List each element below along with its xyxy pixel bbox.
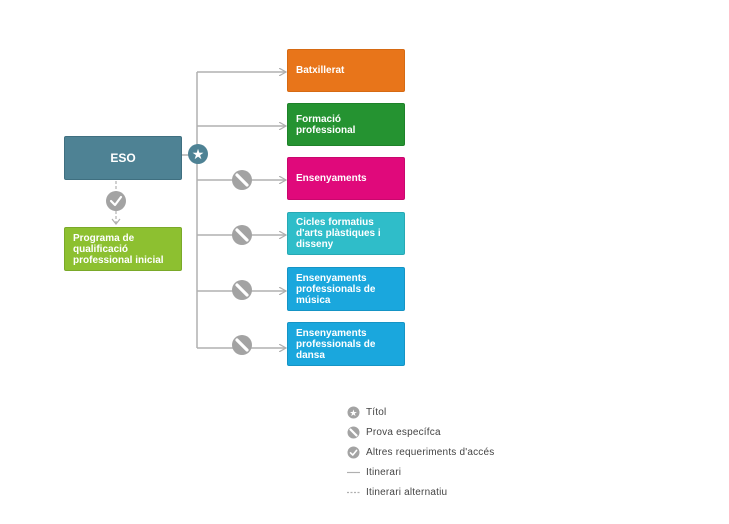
dashed-line-icon [347, 486, 360, 499]
legend-title-label: Títol [366, 406, 387, 418]
batxillerat-label: Batxillerat [296, 65, 345, 76]
legend-alt-itinerary-label: Itinerari alternatiu [366, 486, 448, 498]
pqpi-label: Programa de qualificació professional in… [73, 232, 164, 266]
legend-itinerary-label: Itinerari [366, 466, 402, 478]
legend-alt-itinerary-row: Itinerari alternatiu [347, 482, 494, 502]
ensenyaments-musica-label: Ensenyaments professionals de música [296, 272, 376, 306]
legend-itinerary-row: Itinerari [347, 462, 494, 482]
legend: ★ Títol Prova específca Altres requerime… [347, 402, 494, 502]
legend-test-label: Prova específca [366, 426, 441, 438]
cicles-formatius-node[interactable]: Cicles formatius d'arts plàstiques i dis… [287, 212, 405, 255]
ensenyaments-dansa-label: Ensenyaments professionals de dansa [296, 327, 376, 361]
eso-node[interactable]: ESO [64, 136, 182, 180]
ensenyaments-musica-node[interactable]: Ensenyaments professionals de música [287, 267, 405, 311]
pqpi-node[interactable]: Programa de qualificació professional in… [64, 227, 182, 271]
star-badge-icon: ★ [347, 406, 360, 419]
legend-requirements-row: Altres requeriments d'accés [347, 442, 494, 462]
formacio-professional-label: Formació professional [296, 113, 356, 136]
star-badge-icon: ★ [188, 144, 208, 164]
solid-line-icon [347, 466, 360, 479]
legend-requirements-label: Altres requeriments d'accés [366, 446, 495, 458]
formacio-professional-node[interactable]: Formació professional [287, 103, 405, 146]
pencil-badge-icon [347, 426, 360, 439]
ensenyaments-label: Ensenyaments [296, 173, 367, 184]
ensenyaments-dansa-node[interactable]: Ensenyaments professionals de dansa [287, 322, 405, 366]
pencil-badge-icon [232, 335, 252, 355]
svg-text:★: ★ [192, 147, 205, 163]
checkmark-badge-icon [347, 446, 360, 459]
batxillerat-node[interactable]: Batxillerat [287, 49, 405, 92]
checkmark-badge-icon [106, 191, 126, 211]
eso-label: ESO [110, 150, 136, 165]
pencil-badge-icon [232, 170, 252, 190]
pencil-badge-icon [232, 280, 252, 300]
svg-text:★: ★ [349, 409, 357, 419]
cicles-formatius-label: Cicles formatius d'arts plàstiques i dis… [296, 217, 381, 250]
legend-title-row: ★ Títol [347, 402, 494, 422]
legend-test-row: Prova específca [347, 422, 494, 442]
ensenyaments-node[interactable]: Ensenyaments [287, 157, 405, 200]
pencil-badge-icon [232, 225, 252, 245]
